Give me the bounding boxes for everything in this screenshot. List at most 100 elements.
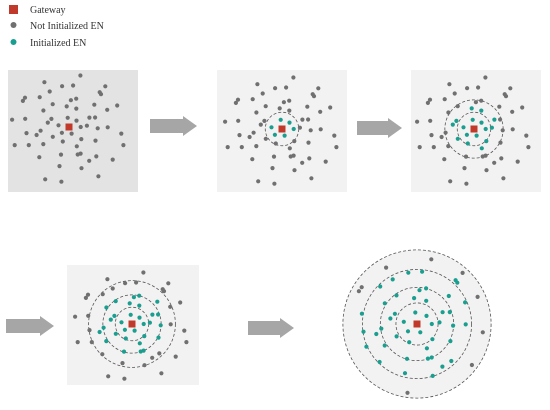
not-initialized-node	[49, 116, 54, 121]
initialized-node	[440, 364, 445, 369]
legend-not-initialized-label: Not Initialized EN	[30, 21, 104, 32]
not-initialized-node	[110, 286, 115, 291]
not-initialized-node	[182, 328, 187, 333]
not-initialized-node	[60, 139, 65, 144]
not-initialized-node	[65, 115, 70, 120]
not-initialized-node	[291, 75, 296, 80]
not-initialized-node	[134, 280, 139, 285]
initialized-node	[104, 305, 109, 310]
not-initialized-node	[38, 128, 43, 133]
initialized-node	[394, 293, 399, 298]
initialized-node	[430, 373, 435, 378]
not-initialized-node	[446, 144, 451, 149]
gateway-node	[65, 123, 73, 131]
initialized-node	[141, 321, 146, 327]
initialized-node	[454, 118, 459, 123]
not-initialized-node	[431, 145, 436, 150]
not-initialized-node	[45, 120, 50, 125]
not-initialized-node	[178, 300, 183, 305]
initialized-node	[137, 341, 142, 346]
initialized-node	[388, 316, 393, 321]
not-initialized-node	[37, 95, 42, 100]
not-initialized-node	[305, 104, 310, 109]
not-initialized-node	[141, 270, 146, 275]
not-initialized-node	[233, 100, 238, 105]
not-initialized-node	[300, 160, 305, 165]
initialized-node	[455, 280, 460, 285]
not-initialized-node	[105, 107, 110, 112]
not-initialized-node	[115, 103, 120, 108]
not-initialized-node	[520, 105, 525, 110]
not-initialized-node	[526, 145, 531, 150]
initialized-node	[412, 296, 417, 301]
initialized-node	[492, 117, 497, 122]
not-initialized-node	[498, 140, 503, 145]
not-initialized-node	[83, 295, 88, 300]
not-initialized-node	[462, 166, 467, 171]
initialized-node	[122, 327, 127, 332]
initialized-node	[463, 300, 468, 305]
initialized-node	[282, 133, 287, 138]
not-initialized-node	[448, 179, 453, 184]
not-initialized-node	[497, 104, 502, 109]
not-initialized-node	[59, 130, 64, 135]
not-initialized-node	[12, 143, 17, 148]
initialized-node	[137, 303, 142, 308]
not-initialized-node	[87, 158, 92, 163]
panel-background	[8, 70, 138, 192]
legend-not-initialized-swatch	[10, 22, 17, 28]
initialized-node	[361, 329, 366, 334]
stage-panel-1	[8, 70, 138, 192]
not-initialized-node	[24, 131, 29, 136]
initialized-node	[405, 329, 411, 334]
flow-arrow-3	[6, 316, 54, 336]
initialized-node	[455, 136, 460, 141]
initialized-node	[137, 315, 142, 320]
not-initialized-node	[273, 86, 278, 91]
initialized-node	[138, 349, 143, 354]
not-initialized-node	[105, 277, 110, 282]
not-initialized-node	[235, 97, 241, 102]
not-initialized-node	[510, 109, 515, 114]
initialized-node	[463, 322, 468, 327]
legend-gateway-label: Gateway	[30, 5, 66, 16]
initialized-node	[128, 312, 133, 317]
not-initialized-node	[256, 179, 261, 184]
not-initialized-node	[498, 117, 503, 122]
not-initialized-node	[10, 117, 15, 122]
not-initialized-node	[78, 73, 83, 78]
not-initialized-node	[263, 104, 268, 109]
not-initialized-node	[356, 289, 361, 294]
not-initialized-node	[272, 181, 277, 186]
initialized-node	[489, 125, 494, 130]
not-initialized-node	[359, 285, 364, 290]
not-initialized-node	[288, 154, 293, 159]
not-initialized-node	[442, 97, 447, 102]
initialized-node	[359, 311, 364, 316]
arrow-shape	[6, 316, 54, 336]
not-initialized-node	[307, 156, 312, 161]
initialized-node	[112, 313, 117, 318]
initialized-node	[470, 117, 475, 122]
not-initialized-node	[159, 371, 164, 376]
flow-arrow-2	[357, 118, 402, 138]
initialized-node	[287, 120, 292, 125]
not-initialized-node	[78, 124, 83, 130]
not-initialized-node	[47, 89, 52, 94]
not-initialized-node	[271, 154, 277, 159]
not-initialized-node	[168, 304, 173, 309]
initialized-node	[484, 139, 489, 144]
not-initialized-node	[50, 134, 55, 139]
not-initialized-node	[103, 84, 108, 89]
stage-panel-4	[67, 265, 199, 385]
not-initialized-node	[59, 179, 64, 184]
initialized-node	[448, 339, 453, 344]
initialized-node	[156, 312, 161, 317]
not-initialized-node	[87, 115, 92, 120]
initialized-node	[119, 320, 124, 325]
not-initialized-node	[22, 95, 28, 100]
not-initialized-node	[452, 91, 457, 96]
not-initialized-node	[262, 118, 267, 123]
not-initialized-node	[501, 176, 506, 181]
initialized-node	[390, 277, 395, 282]
